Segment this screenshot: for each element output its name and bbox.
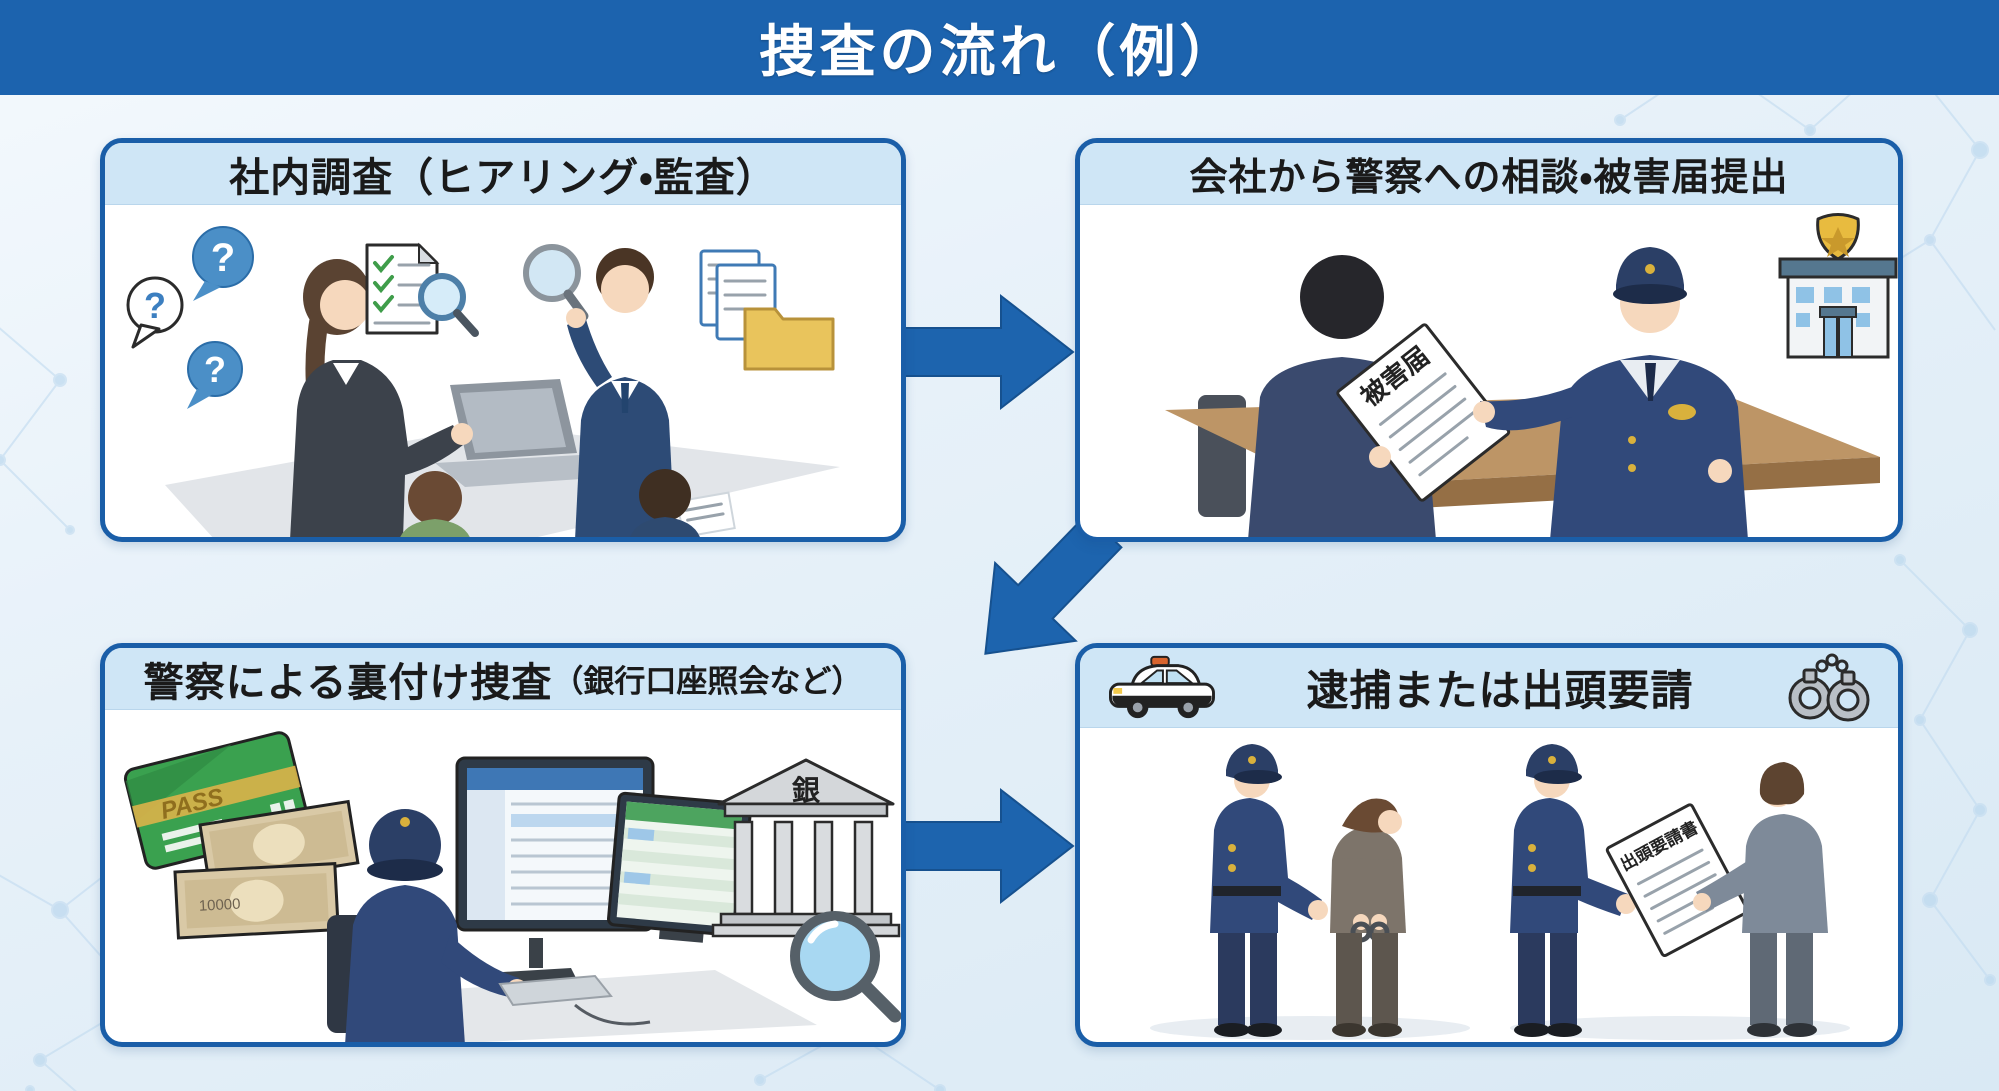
svg-text:10000: 10000 [198, 896, 241, 915]
investigator-with-magnifier [523, 244, 675, 537]
panel4-title: 逮捕または出頭要請 [1306, 667, 1694, 714]
arrow-step1-to-step2 [901, 295, 1074, 409]
interviewee [400, 471, 470, 537]
police-car-icon [1108, 655, 1215, 718]
panel2-title: 会社から警察への相談・被害届提出 [1189, 157, 1789, 199]
summoned-person [1693, 762, 1828, 1037]
question-bubble-icon: ? [126, 276, 184, 349]
laptop-icon [435, 379, 610, 487]
police-station-icon [1778, 213, 1898, 359]
bank-icon: 銀 [711, 758, 901, 1023]
police-cap-icon [1226, 744, 1282, 784]
panel-police-verification: 警察による裏付け捜査 （銀行口座照会など） PASS [100, 643, 906, 1047]
police-report-illustration: 被害届 [1165, 213, 1898, 537]
title-bar: 捜査の流れ（例） [0, 0, 1999, 95]
magnifier-icon [790, 911, 901, 1023]
svg-text:銀: 銀 [791, 775, 821, 806]
interviewer-woman [290, 259, 473, 537]
banknotes-icon: 10000 [173, 799, 360, 940]
panel2-header: 会社から警察への相談・被害届提出 [1080, 143, 1898, 205]
checklist-icon [365, 242, 479, 337]
panel3-header: 警察による裏付け捜査 （銀行口座照会など） [105, 648, 901, 710]
arresting-officer [1210, 744, 1328, 1037]
police-officer-at-computer [345, 809, 527, 1042]
arrest-illustration: 出頭要請書 [1150, 744, 1850, 1040]
panel3-title-sub: （銀行口座照会など） [552, 664, 863, 699]
officer-with-summons [1510, 744, 1636, 1037]
keyboard [498, 974, 613, 1007]
summons-document: 出頭要請書 [1605, 803, 1749, 958]
handcuffs-icon [1788, 653, 1870, 721]
magnifier-icon [418, 273, 466, 321]
employee-hand [1369, 446, 1391, 468]
panel4-header: 逮捕または出頭要請 [1080, 648, 1898, 728]
panel-police-report: 会社から警察への相談・被害届提出 被害届 [1075, 138, 1903, 542]
question-bubble-icon: ? [192, 226, 254, 301]
svg-text:?: ? [211, 236, 235, 280]
shadow [1150, 1016, 1470, 1040]
arrested-person [1330, 798, 1406, 1037]
interviewee-with-paper [630, 469, 736, 537]
panel3-title-main: 警察による裏付け捜査 [143, 660, 553, 705]
arrow-step3-to-step4 [901, 789, 1074, 903]
cable [574, 1003, 651, 1026]
police-verification-illustration: PASS 10000 [123, 731, 901, 1042]
police-cap-icon [1613, 247, 1687, 304]
panel1-header: 社内調査（ヒアリング・監査） [105, 143, 901, 205]
panel-arrest-or-summons: 逮捕または出頭要請 [1075, 643, 1903, 1047]
panel-internal-investigation: 社内調査（ヒアリング・監査） ? ? [100, 138, 906, 542]
secondary-monitor [607, 791, 753, 943]
page-title: 捜査の流れ（例） [759, 20, 1240, 83]
svg-text:?: ? [204, 349, 226, 390]
question-bubble-icon: ? [187, 341, 243, 409]
panel1-title: 社内調査（ヒアリング・監査） [229, 155, 777, 200]
svg-text:?: ? [144, 285, 166, 326]
magnifier-icon [523, 244, 581, 302]
internal-investigation-illustration: ? ? ? [126, 226, 840, 537]
police-cap-icon [1526, 744, 1582, 784]
documents-folder-icon [699, 249, 835, 371]
